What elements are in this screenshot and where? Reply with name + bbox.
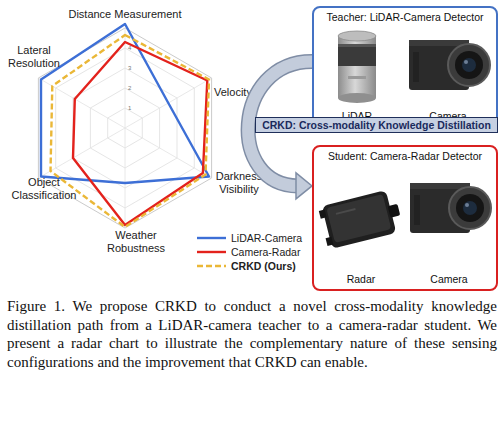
- illustration-part: [448, 44, 490, 86]
- illustration-part: [338, 44, 376, 66]
- grid-spoke: [125, 128, 212, 178]
- legend-line: [197, 251, 226, 253]
- figure-caption: Figure 1. We propose CRKD to conduct a n…: [7, 297, 497, 372]
- lidar-sensor: LiDAR: [326, 24, 388, 124]
- radar-illustration: [318, 167, 404, 271]
- camera-illustration: [402, 24, 494, 108]
- illustration-part: [338, 44, 376, 47]
- axis-label: Weather Robustness: [100, 229, 172, 254]
- illustration-part: [336, 208, 356, 215]
- illustration-part: [338, 36, 376, 98]
- box-title: Student: Camera-Radar Detector: [314, 150, 496, 162]
- illustration-part: [463, 201, 477, 215]
- illustration-part: [403, 24, 493, 104]
- legend-text: Camera-Radar: [231, 246, 300, 258]
- arrow-head: [296, 173, 312, 199]
- legend-line: [197, 265, 226, 267]
- illustration-part: [462, 58, 476, 72]
- box-title: Teacher: LiDAR-Camera Detector: [314, 11, 496, 23]
- illustration-part: [348, 76, 366, 79]
- illustration-part: [464, 60, 468, 64]
- radar-series: [41, 24, 209, 183]
- illustration-part: [326, 237, 334, 246]
- illustration-part: [326, 194, 391, 243]
- sensor-caption: Radar: [318, 273, 404, 285]
- axis-label: Distance Measurement: [55, 8, 195, 21]
- illustration-part: [404, 167, 494, 247]
- illustration-part: [338, 93, 376, 103]
- grid-spoke: [125, 128, 126, 228]
- camera-sensor: Camera: [404, 167, 494, 287]
- legend-line: [197, 237, 226, 239]
- axis-label: Lateral Resolution: [2, 44, 66, 69]
- illustration-part: [322, 190, 397, 249]
- axis-label: Object Classification: [4, 176, 84, 201]
- legend-text: LiDAR-Camera: [231, 232, 302, 244]
- illustration-part: [456, 194, 484, 222]
- illustration-part: [413, 52, 419, 82]
- tick-number: 1: [128, 105, 136, 111]
- illustration-part: [455, 51, 483, 79]
- camera-illustration: [404, 167, 494, 251]
- camera-sensor: Camera: [402, 24, 494, 124]
- tick-number: 3: [128, 65, 136, 71]
- illustration-part: [388, 204, 401, 218]
- tick-number: 2: [128, 85, 136, 91]
- distillation-band: CRKD: Cross-modality Knowledge Distillat…: [255, 117, 498, 133]
- radar-series: [73, 42, 207, 225]
- illustration-part: [318, 188, 404, 250]
- illustration-part: [319, 210, 327, 219]
- lidar-illustration: [326, 24, 388, 110]
- teacher-box: Teacher: LiDAR-Camera DetectorLiDARCamer…: [312, 6, 498, 132]
- illustration-part: [465, 203, 469, 207]
- band-title: CRKD: Cross-modality Knowledge Distillat…: [256, 119, 497, 131]
- tick-number: 4: [128, 45, 136, 51]
- illustration-part: [449, 187, 491, 229]
- radar-sensor: Radar: [318, 167, 404, 287]
- illustration-part: [318, 167, 404, 267]
- legend-text: CRKD (Ours): [231, 260, 296, 272]
- illustration-part: [338, 31, 376, 41]
- sensor-caption: Camera: [404, 273, 494, 285]
- student-box: Student: Camera-Radar DetectorRadarCamer…: [312, 145, 498, 291]
- illustration-part: [414, 195, 420, 225]
- illustration-part: [326, 24, 388, 106]
